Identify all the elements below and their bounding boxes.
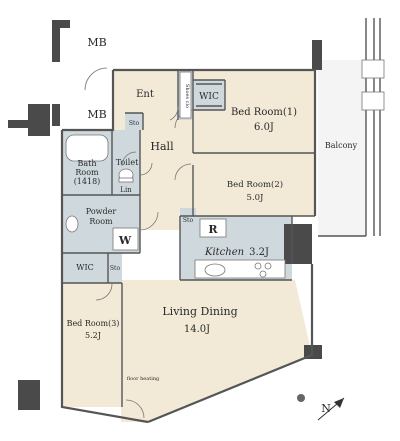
fixtures	[65, 71, 286, 279]
bath-name2: Room	[75, 168, 99, 177]
storage-top-area	[125, 113, 143, 130]
linen-label: Lin	[120, 186, 132, 194]
bedroom1-size: 6.0J	[254, 122, 274, 133]
wic-top-label: WIC	[199, 92, 219, 102]
living-dining-area	[121, 280, 312, 422]
washer-box	[112, 227, 139, 251]
stove-burner	[259, 270, 267, 278]
entrance-label: Ent	[136, 89, 154, 100]
storage-mid-label: Sto	[183, 217, 194, 224]
bedroom3-size: 5.2J	[85, 331, 101, 340]
balcony-railing	[317, 18, 385, 237]
kitchen-label: Kitchen 3.2J	[204, 247, 269, 258]
compass-n-label: N	[321, 402, 331, 415]
bath-size: (1418)	[74, 177, 101, 186]
partitions	[62, 70, 315, 407]
vanity-sink	[65, 215, 79, 233]
bedroom3-area	[62, 283, 122, 407]
mb-top-label: MB	[87, 36, 106, 49]
compass-dot	[297, 394, 305, 402]
bedroom2-size: 5.0J	[247, 193, 265, 203]
bedroom3-name: Bed Room(3)	[67, 319, 120, 328]
storage-mid-area	[180, 208, 196, 228]
mb-bottom-label: MB	[87, 108, 106, 121]
balcony-label: Balcony	[325, 141, 358, 150]
refrigerator-label: R	[208, 223, 218, 236]
wic-bottom-label: WIC	[76, 263, 94, 272]
wic-top-area	[193, 80, 225, 110]
bedroom1-name: Bed Room(1)	[231, 107, 297, 118]
stove-burner	[254, 262, 262, 270]
labels: MB MB Ent Shoes clo WIC Bed Room(1) 6.0J…	[67, 36, 358, 382]
hall-label: Hall	[150, 140, 174, 153]
storage-bottom-area	[108, 253, 122, 283]
door-swings	[84, 67, 194, 419]
linen-area	[112, 183, 140, 195]
powder-name: Powder	[86, 207, 117, 216]
compass-arrow-icon	[334, 398, 344, 408]
kitchen-size: 3.2J	[249, 247, 269, 258]
storage-top-label: Sto	[129, 120, 140, 127]
storage-bottom-label: Sto	[110, 265, 121, 272]
toilet-tank	[118, 177, 134, 183]
floor-heating-label: floor heating	[127, 376, 160, 382]
shoe-closet-label: Shoes clo	[184, 84, 190, 108]
walls	[8, 20, 322, 424]
wic-bottom-area	[62, 253, 108, 283]
shoe-rack	[179, 71, 192, 119]
bedroom2-area	[193, 153, 315, 216]
fridge-box	[199, 218, 227, 238]
living-name: Living Dining	[162, 305, 237, 318]
kitchen-name: Kitchen	[204, 247, 244, 258]
washer-label: W	[118, 234, 132, 247]
room-fills	[62, 60, 366, 422]
bath-name: Bath	[77, 159, 96, 168]
living-size: 14.0J	[184, 324, 210, 335]
toilet-label: Toilet	[116, 158, 139, 167]
balcony-area	[318, 60, 366, 236]
stove-burner	[264, 262, 272, 270]
bedroom2-name: Bed Room(2)	[227, 179, 283, 190]
kitchen-sink	[204, 263, 226, 277]
powder-name2: Room	[89, 217, 113, 226]
compass: N	[297, 394, 345, 421]
bathtub	[65, 134, 109, 162]
